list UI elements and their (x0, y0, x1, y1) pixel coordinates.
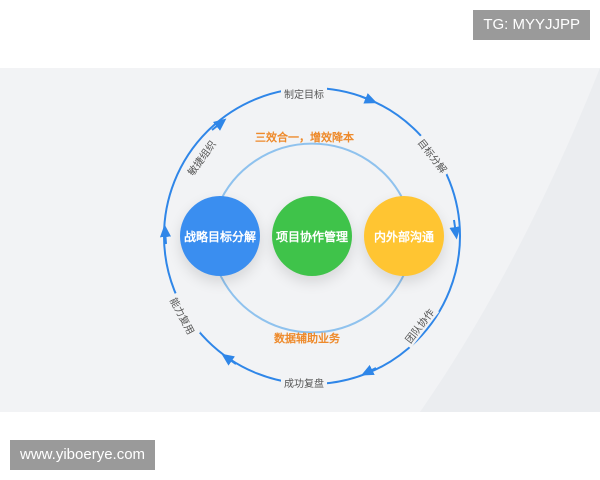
inner-label-top: 三效合一，增效降本 (255, 131, 354, 144)
inner-arc-top (217, 142, 407, 207)
arrow-right (449, 219, 461, 240)
cycle-step-bottom: 成功复盘 (281, 375, 327, 390)
cycle-step-top: 制定目标 (281, 86, 327, 101)
cycle-diagram: 三效合一，增效降本 数据辅助业务 战略目标分解 项目协作管理 内外部沟通 制定目… (0, 68, 600, 412)
watermark-bottom: www.yiboerye.com (10, 440, 156, 470)
node-project-collaboration: 项目协作管理 (272, 196, 352, 276)
node-label: 项目协作管理 (275, 229, 348, 244)
inner-label-bottom: 数据辅助业务 (274, 332, 340, 345)
node-internal-external-comm: 内外部沟通 (364, 196, 444, 276)
arrow-bottom-right (360, 364, 377, 376)
arrow-top-left (211, 118, 227, 131)
arrow-bottom-left (221, 353, 237, 366)
arrow-top-right (359, 93, 378, 104)
watermark-top: TG: MYYJJPP (473, 10, 590, 40)
background-sweep (420, 68, 600, 412)
arrow-left (159, 224, 172, 245)
node-strategy-breakdown: 战略目标分解 (180, 196, 260, 276)
node-label: 战略目标分解 (183, 229, 256, 244)
inner-arc-bottom (217, 269, 407, 334)
node-label: 内外部沟通 (373, 229, 434, 244)
